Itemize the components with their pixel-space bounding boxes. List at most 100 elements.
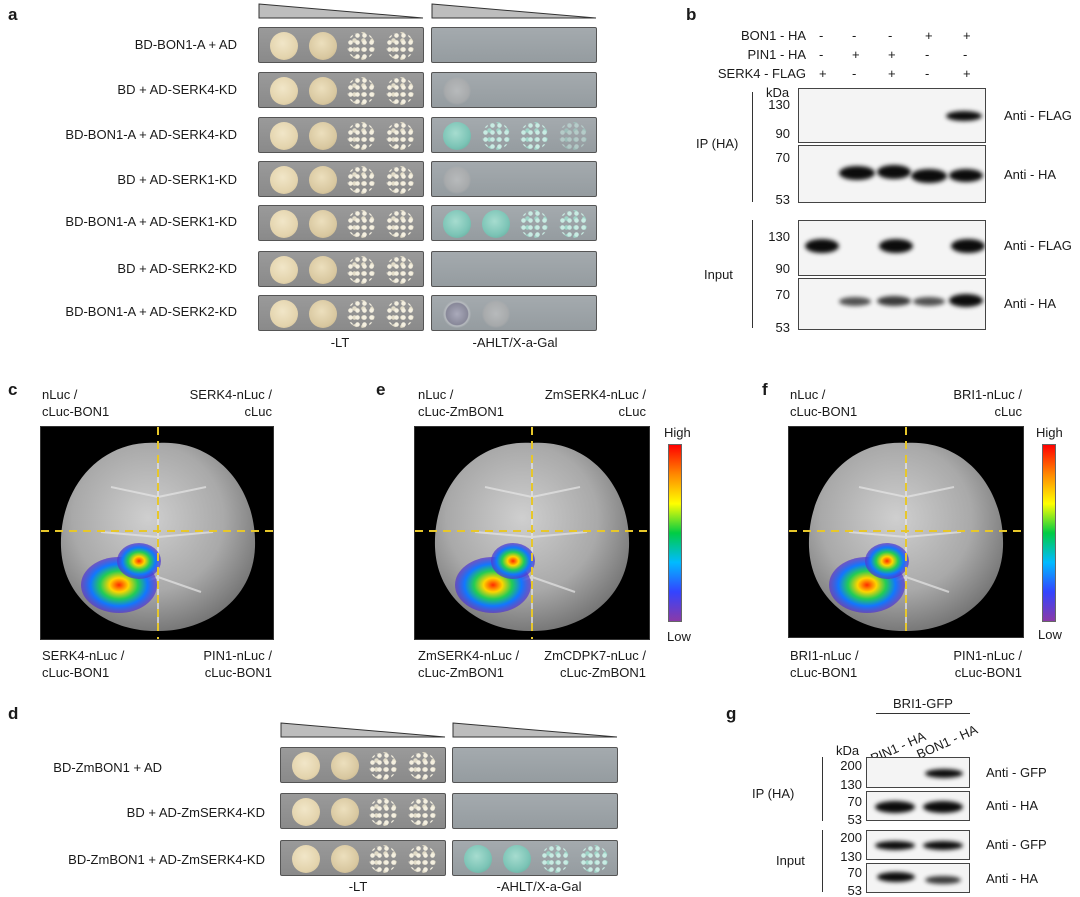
marker-g1-top: 200: [840, 758, 862, 773]
leaf-image-f: [788, 426, 1024, 638]
antibody-g4: Anti - HA: [986, 871, 1039, 886]
leaf-image-e: [414, 426, 650, 640]
yeast-colony: [408, 798, 437, 826]
spot-row: [452, 747, 618, 783]
ip-bracket-b: [752, 92, 753, 202]
yeast-colony: [442, 77, 471, 105]
scale-low-e: Low: [667, 629, 691, 644]
blot-g-ip-gfp: [866, 757, 970, 788]
condition-label-ahlt-d: -AHLT/X-a-Gal: [496, 879, 582, 894]
leaf-image-c: [40, 426, 274, 640]
yeast-colony: [442, 210, 471, 238]
yeast-colony: [481, 122, 510, 150]
yeast-colony: [291, 752, 320, 780]
panel-c-label: c: [8, 380, 18, 399]
yeast-colony: [308, 300, 337, 328]
marker-g2-bottom: 53: [847, 812, 862, 827]
row-label-a-4: BD + AD-SERK1-KD: [117, 172, 237, 187]
blot-g-input-ha: [866, 863, 970, 893]
band: [805, 239, 839, 253]
yeast-colony: [502, 845, 531, 873]
marker-g3-bottom: 130: [840, 849, 862, 864]
yeast-colony: [559, 122, 588, 150]
condition-sign: -: [819, 28, 824, 43]
condition-sign: -: [888, 28, 893, 43]
spot-row: [452, 840, 618, 876]
label-e-tl-1: nLuc /: [418, 387, 454, 402]
yeast-colony: [442, 122, 471, 150]
spot-row: [258, 295, 424, 331]
condition-sign: -: [819, 47, 824, 62]
colorbar-e: [668, 444, 682, 622]
yeast-colony: [386, 210, 415, 238]
marker-g3-top: 200: [840, 830, 862, 845]
label-f-tl-1: nLuc /: [790, 387, 826, 402]
yeast-colony: [347, 122, 376, 150]
condition-sign: +: [925, 28, 933, 43]
yeast-colony: [308, 122, 337, 150]
spot-row: [258, 205, 424, 241]
spot-row: [258, 27, 424, 63]
ip-bracket-g: [822, 757, 823, 821]
spot-row: [280, 840, 446, 876]
scale-low-f: Low: [1038, 627, 1062, 642]
condition-bon1-ha: BON1 - HA: [740, 28, 806, 43]
label-f-tr-1: BRI1-nLuc /: [953, 387, 1022, 402]
yeast-colony: [347, 77, 376, 105]
marker-b3-bottom: 90: [775, 261, 790, 276]
yeast-colony: [481, 210, 510, 238]
blot-g-ip-ha: [866, 791, 970, 821]
spot-row: [431, 205, 597, 241]
band: [949, 169, 983, 182]
scale-high-e: High: [664, 425, 691, 440]
yeast-colony: [408, 845, 437, 873]
blot-b-ip-flag: [798, 88, 986, 143]
yeast-colony: [347, 210, 376, 238]
yeast-colony: [386, 300, 415, 328]
spot-row: [258, 251, 424, 287]
marker-g1-bottom: 130: [840, 777, 862, 792]
condition-sign: +: [888, 47, 896, 62]
spot-row: [280, 747, 446, 783]
antibody-g2: Anti - HA: [986, 798, 1039, 813]
panel-f-label: f: [762, 380, 768, 399]
kda-label-g: kDa: [836, 743, 860, 758]
antibody-g3: Anti - GFP: [986, 837, 1047, 852]
marker-b4-top: 70: [775, 287, 790, 302]
row-label-a-6: BD + AD-SERK2-KD: [117, 261, 237, 276]
yeast-colony: [541, 845, 570, 873]
yeast-colony: [520, 210, 549, 238]
band: [946, 111, 982, 121]
row-label-d-1: BD-ZmBON1 + AD: [53, 760, 162, 775]
row-label-a-2: BD + AD-SERK4-KD: [117, 82, 237, 97]
row-label-a-7: BD-BON1-A + AD-SERK2-KD: [65, 304, 237, 319]
condition-sign: +: [963, 66, 971, 81]
yeast-colony: [442, 166, 471, 194]
kda-label-b: kDa: [766, 85, 790, 100]
spot-row: [431, 161, 597, 197]
blot-g-input-gfp: [866, 830, 970, 860]
yeast-colony: [386, 77, 415, 105]
marker-b3-top: 130: [768, 229, 790, 244]
condition-pin1-ha: PIN1 - HA: [747, 47, 806, 62]
band: [925, 769, 963, 778]
bait-line-g: [876, 713, 970, 714]
label-c-bl-1: SERK4-nLuc /: [42, 648, 125, 663]
band: [923, 801, 963, 813]
yeast-colony: [369, 798, 398, 826]
spot-row: [431, 72, 597, 108]
condition-label-lt-d: -LT: [348, 879, 368, 894]
yeast-colony: [386, 166, 415, 194]
band: [923, 841, 963, 850]
marker-g2-top: 70: [847, 794, 862, 809]
leaf-f: [789, 427, 1023, 637]
label-e-tr-2: cLuc: [618, 404, 646, 419]
panel-a-label: a: [8, 5, 18, 24]
antibody-b3: Anti - FLAG: [1004, 238, 1072, 253]
row-label-a-1: BD-BON1-A + AD: [134, 37, 237, 52]
label-e-bl-2: cLuc-ZmBON1: [418, 665, 504, 680]
marker-b1-top: 130: [768, 97, 790, 112]
row-label-d-2: BD + AD-ZmSERK4-KD: [126, 805, 265, 820]
dilution-wedge-d-left: [280, 722, 446, 738]
ip-label-g: IP (HA): [752, 786, 795, 801]
